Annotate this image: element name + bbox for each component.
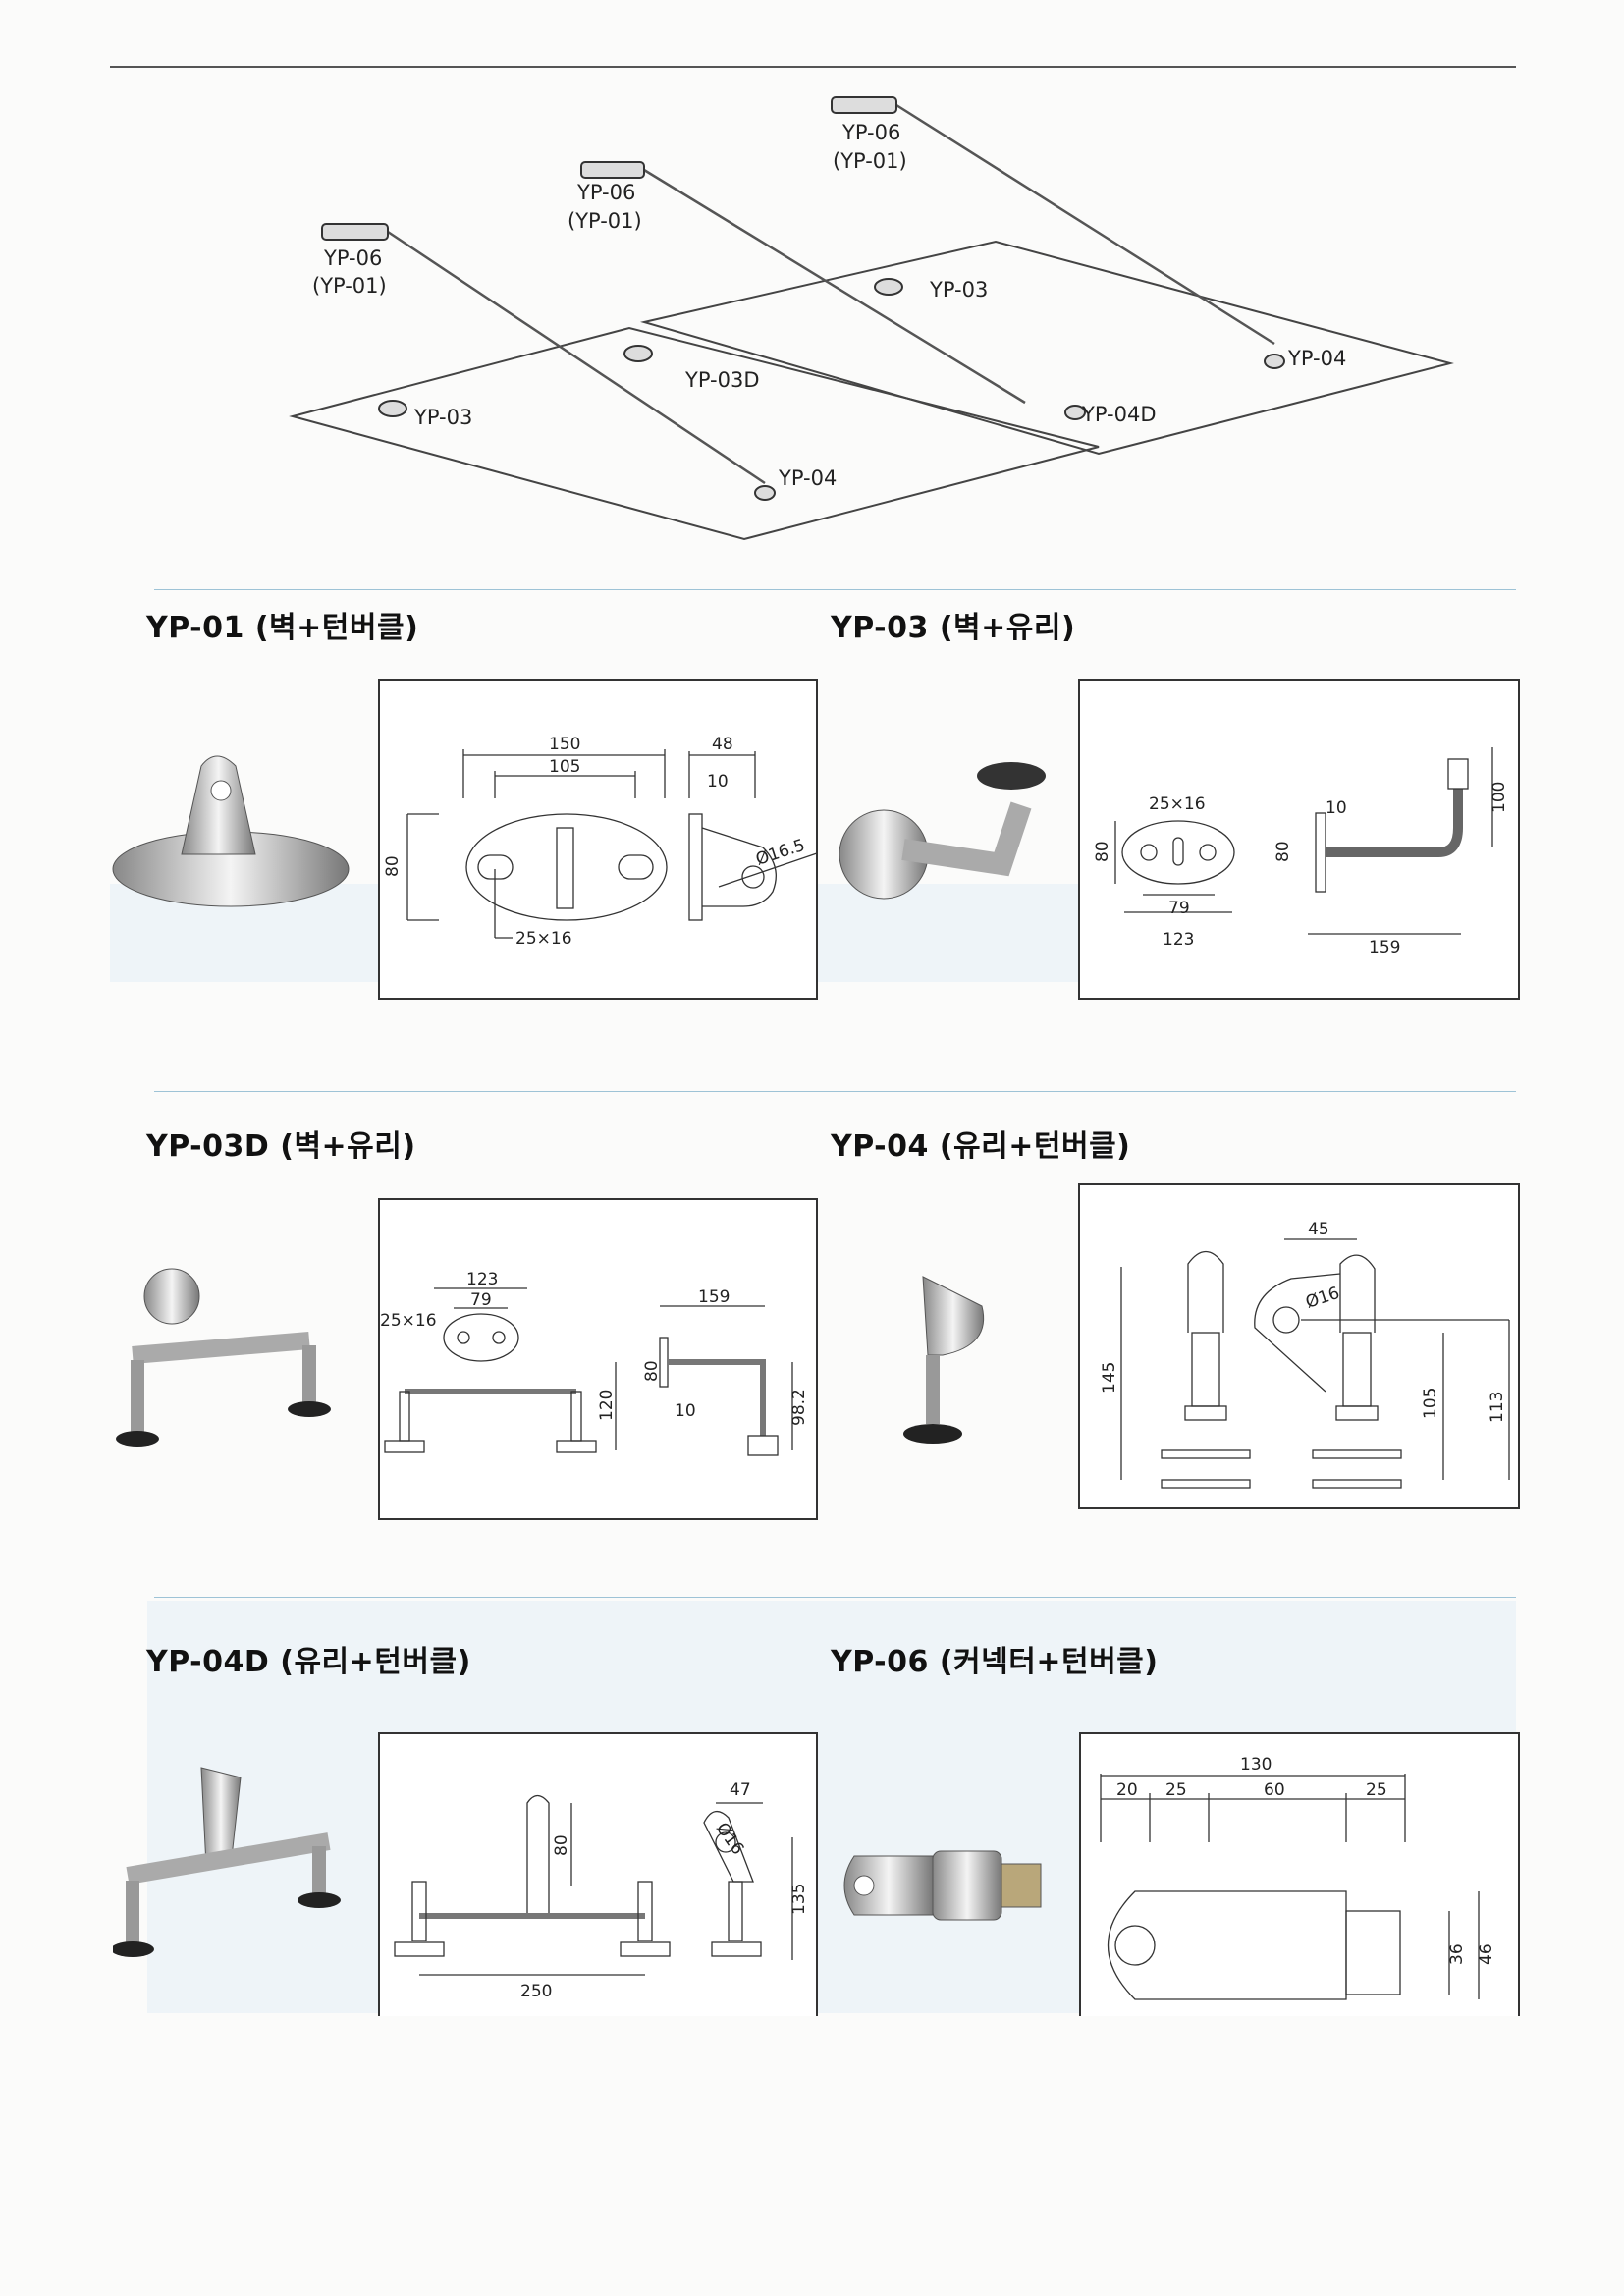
dim-width: 150 <box>549 735 580 754</box>
dim-slot-size: 25×16 <box>515 929 572 949</box>
label-yp06-mid: YP-06 <box>576 181 635 204</box>
dim-width: 45 <box>1308 1220 1329 1239</box>
drawing-yp03: 25×16 80 80 79 123 10 159 100 <box>1078 679 1520 1000</box>
dim-hole-spacing: 79 <box>470 1290 492 1310</box>
dim-hole-spacing: 79 <box>1168 899 1190 918</box>
dim-d: 25 <box>1366 1780 1387 1800</box>
dim-depth: 48 <box>712 735 733 754</box>
cable-right <box>895 103 1275 346</box>
label-yp06-right: YP-06 <box>841 121 900 144</box>
drawing-yp01: 150 105 48 10 80 Ø16.5 25×16 <box>378 679 818 1000</box>
dim-vertical: 98.2 <box>789 1389 809 1426</box>
label-yp03-right: YP-03 <box>929 278 988 301</box>
photo-yp01 <box>112 755 350 907</box>
fitting-yp04-left <box>754 485 776 501</box>
dim-height: 80 <box>1093 841 1112 862</box>
title-yp01: YP-01 (벽+턴버클) <box>146 611 419 645</box>
dim-vertical: 100 <box>1489 782 1509 813</box>
top-rule <box>110 66 1516 68</box>
label-yp01-left: (YP-01) <box>312 274 387 298</box>
title-yp03: YP-03 (벽+유리) <box>831 611 1076 645</box>
title-yp04d: YP-04D (유리+턴버클) <box>146 1645 471 1679</box>
label-yp06-left: YP-06 <box>323 246 382 270</box>
photo-yp06 <box>843 1850 1042 1921</box>
dim-height: 80 <box>642 1360 662 1382</box>
dim-hole: Ø16.5 <box>753 836 807 870</box>
dim-slot-size: 25×16 <box>1149 794 1206 814</box>
label-yp01-mid: (YP-01) <box>568 209 642 233</box>
dim-b: 25 <box>1165 1780 1187 1800</box>
dim-height: 145 <box>1100 1362 1119 1394</box>
glass-panel-left <box>289 326 1100 541</box>
section-divider <box>154 1597 1516 1598</box>
label-yp04d: YP-04D <box>1081 403 1157 426</box>
turnbuckle-rod-left <box>321 223 389 241</box>
drawing-yp04: 45 Ø16 145 105 113 <box>1078 1183 1520 1509</box>
dim-thickness: 10 <box>675 1401 696 1421</box>
dim-height-side: 80 <box>1273 841 1293 862</box>
drawing-yp06: 130 20 25 60 25 36 46 <box>1079 1732 1520 2016</box>
section-divider <box>154 589 1516 590</box>
dim-length: 250 <box>520 1982 552 2001</box>
dim-stem-height: 105 <box>1421 1388 1440 1419</box>
dim-body-height: 46 <box>1477 1943 1496 1965</box>
overview-diagram: YP-06 (YP-01) YP-06 (YP-01) YP-06 (YP-01… <box>289 96 1454 541</box>
dim-arm-length: 159 <box>1369 938 1400 957</box>
label-yp03-left: YP-03 <box>413 406 472 429</box>
dim-hole: Ø16 <box>1303 1284 1341 1313</box>
label-yp03d: YP-03D <box>684 368 760 392</box>
dim-thickness: 10 <box>707 772 729 792</box>
glass-panel-right <box>640 240 1454 456</box>
cable-mid <box>643 168 1026 405</box>
drawing-yp04d: 47 Ø16 80 135 250 <box>378 1732 818 2016</box>
fitting-yp04-right <box>1264 354 1285 369</box>
photo-yp04d <box>113 1767 341 1957</box>
dim-base-width: 123 <box>466 1270 498 1289</box>
fitting-yp04d <box>1064 405 1086 420</box>
dim-slot-spacing: 105 <box>549 757 580 777</box>
dim-height: 135 <box>789 1884 809 1915</box>
dim-arm-length: 159 <box>698 1287 730 1307</box>
label-yp04-right: YP-04 <box>1287 347 1346 370</box>
dim-height-total: 120 <box>597 1390 617 1421</box>
title-yp06: YP-06 (커넥터+턴버클) <box>831 1645 1159 1679</box>
dim-total-length: 130 <box>1240 1755 1272 1775</box>
turnbuckle-rod-mid <box>580 161 645 179</box>
dim-height: 80 <box>383 855 403 877</box>
dim-thread-height: 36 <box>1447 1943 1467 1965</box>
fitting-yp03d <box>623 345 653 362</box>
title-yp04: YP-04 (유리+턴버클) <box>831 1129 1131 1164</box>
dim-c: 60 <box>1264 1780 1285 1800</box>
fitting-yp03-left <box>378 400 407 417</box>
label-yp01-right: (YP-01) <box>833 149 907 173</box>
dim-width: 47 <box>730 1780 751 1800</box>
photo-yp03 <box>839 762 1046 900</box>
dim-thickness: 10 <box>1326 798 1347 818</box>
title-yp03d: YP-03D (벽+유리) <box>146 1129 416 1164</box>
dim-base-width: 123 <box>1163 930 1194 950</box>
fitting-yp03-right <box>874 278 903 296</box>
cable-left <box>387 230 766 485</box>
photo-yp04 <box>903 1276 985 1444</box>
section-divider <box>154 1091 1516 1092</box>
photo-yp03d <box>116 1268 331 1447</box>
drawing-yp03d: 123 79 25×16 159 80 120 10 98.2 <box>378 1198 818 1520</box>
dim-arm-height: 80 <box>552 1834 571 1856</box>
dim-a: 20 <box>1116 1780 1138 1800</box>
label-yp04-left: YP-04 <box>778 466 837 490</box>
dim-slot-size: 25×16 <box>380 1311 437 1331</box>
turnbuckle-rod-right <box>831 96 897 114</box>
dim-hole-height: 113 <box>1488 1392 1507 1423</box>
